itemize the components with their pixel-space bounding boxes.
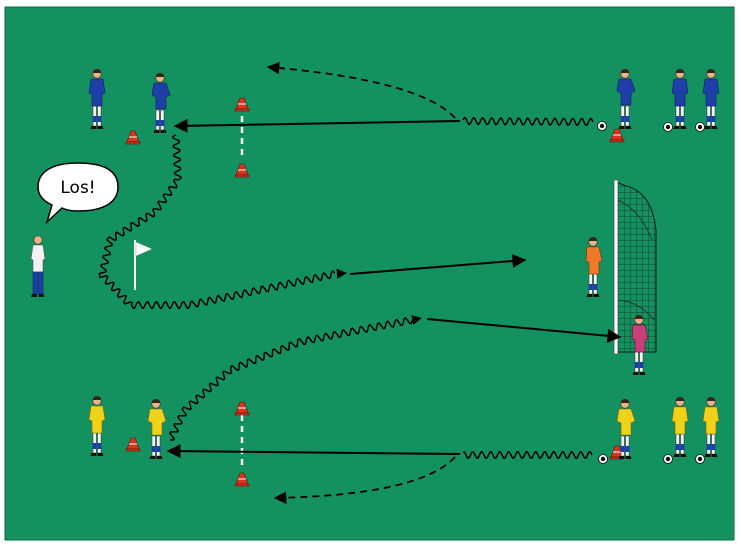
cone-icon: [609, 445, 625, 460]
ball-icon: [598, 454, 608, 464]
player-figure-icon: [671, 68, 689, 130]
cone-icon: [234, 163, 250, 178]
goalkeeper-figure-icon: [631, 314, 649, 376]
dribble-arrowhead: [411, 315, 422, 325]
shot-arrow-upper: [349, 254, 527, 275]
dribble-line-left-loop: [98, 134, 336, 310]
cone-icon: [234, 472, 250, 487]
goal-net-icon: [613, 179, 657, 355]
shot-arrow-lower: [426, 318, 622, 343]
speech-bubble: Los!: [37, 162, 119, 225]
cone-icon: [125, 130, 141, 145]
ball-icon: [695, 122, 705, 132]
ball-icon: [597, 121, 607, 131]
goalkeeper-figure-icon: [585, 236, 603, 298]
dribble-arrowhead: [336, 268, 347, 279]
dribble-line-bottom-right: [463, 451, 593, 459]
ball-icon: [695, 454, 705, 464]
pass-arrow-top: [173, 118, 461, 133]
run-arrow-bottom: [273, 456, 456, 505]
cone-icon: [234, 97, 250, 112]
player-figure-icon: [88, 68, 106, 130]
run-arrow-top: [266, 61, 456, 119]
player-figure-icon: [671, 396, 689, 458]
player-figure-icon: [702, 68, 720, 130]
ball-icon: [663, 122, 673, 132]
cone-icon: [125, 437, 141, 452]
player-figure-icon: [616, 68, 636, 130]
dribble-line-top-right: [462, 116, 594, 126]
pass-arrow-bottom: [166, 444, 461, 459]
player-figure-icon: [616, 398, 636, 460]
coach-figure-icon: [30, 235, 46, 297]
player-figure-icon: [151, 72, 171, 134]
corner-flag-icon: [134, 240, 153, 290]
ball-icon: [663, 454, 673, 464]
cone-icon: [234, 401, 250, 416]
player-figure-icon: [702, 396, 720, 458]
speech-bubble-text: Los!: [60, 178, 95, 198]
player-figure-icon: [147, 398, 167, 460]
dribble-line-bottom-left: [169, 316, 413, 441]
player-figure-icon: [88, 395, 106, 457]
